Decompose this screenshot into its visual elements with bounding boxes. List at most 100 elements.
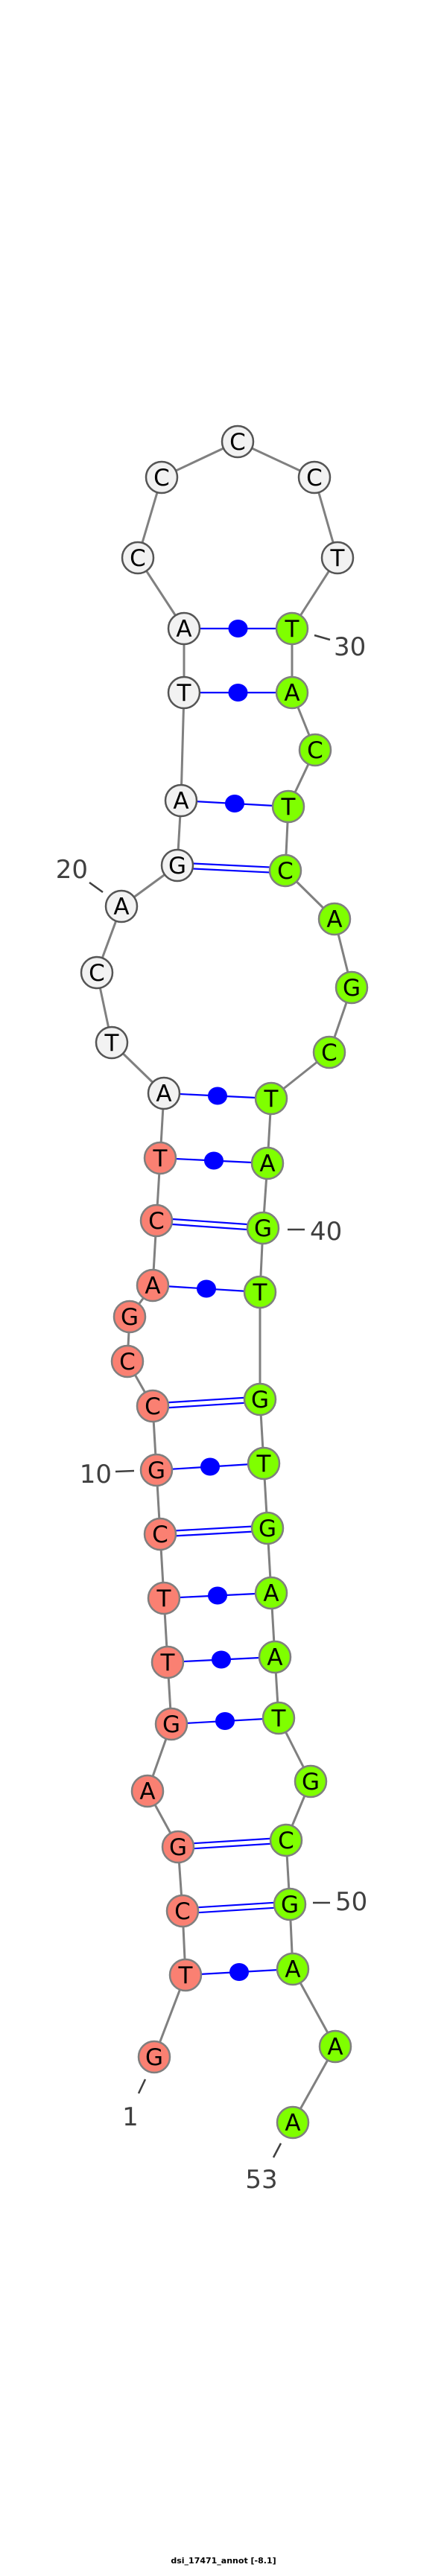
nucleotide-29 — [320, 541, 355, 575]
gc-pair-bond — [156, 1217, 264, 1227]
nucleotide-letter: C — [174, 1898, 191, 1925]
nucleotide-43 — [247, 1446, 281, 1481]
nucleotide-24 — [167, 611, 201, 646]
nucleotide-6 — [154, 1707, 188, 1741]
nucleotide-letter: C — [119, 1349, 136, 1376]
nucleotide-letter: G — [121, 1304, 139, 1331]
nucleotide-32 — [298, 733, 332, 767]
nucleotide-letter: T — [160, 1650, 176, 1676]
nucleotide-2 — [168, 1958, 203, 1992]
nucleotide-26 — [145, 460, 179, 494]
nucleotide-17 — [147, 1076, 181, 1110]
nucleotide-letter: T — [271, 1705, 287, 1732]
nucleotide-30 — [275, 611, 309, 646]
nucleotide-letter: G — [162, 1711, 180, 1738]
nucleotide-50 — [273, 1887, 307, 1921]
nucleotide-letter: T — [256, 1451, 272, 1478]
nucleotide-letter: A — [326, 906, 342, 933]
nucleotide-10 — [139, 1453, 174, 1487]
nucleotide-28 — [297, 460, 332, 494]
nucleotide-38 — [254, 1081, 288, 1116]
pair-dot — [225, 795, 244, 812]
nucleotide-5 — [130, 1774, 165, 1808]
nucleotide-letter: C — [278, 1828, 294, 1854]
gc-pair-bond — [159, 1524, 267, 1533]
nucleotide-letter: A — [327, 2034, 343, 2061]
nucleotide-51 — [276, 1952, 310, 1986]
nucleotide-31 — [275, 675, 309, 710]
gc-pair-bond — [182, 1901, 290, 1909]
nucleotide-16 — [143, 1141, 177, 1175]
nucleotide-34 — [268, 853, 302, 888]
nucleotide-letter: C — [89, 960, 105, 987]
nucleotide-42 — [243, 1382, 277, 1416]
nucleotide-letter: T — [156, 1586, 172, 1612]
nucleotide-letter: C — [148, 1208, 165, 1235]
nucleotide-40 — [246, 1211, 280, 1245]
nucleotide-18 — [95, 1025, 129, 1060]
nucleotide-letter: G — [343, 975, 361, 1002]
nucleotide-49 — [269, 1823, 303, 1857]
pair-dot — [229, 1963, 249, 1981]
nucleotide-41 — [243, 1275, 277, 1309]
nucleotide-23 — [167, 675, 201, 710]
nucleotide-4 — [161, 1830, 195, 1864]
nucleotide-letter: G — [281, 1892, 299, 1918]
nucleotide-letter: A — [267, 1644, 282, 1671]
nucleotide-39 — [250, 1146, 285, 1180]
nucleotide-8 — [147, 1581, 181, 1615]
nucleotide-letter: A — [259, 1151, 275, 1177]
gc-pair-bond — [152, 1396, 260, 1405]
nucleotide-letter: G — [145, 2044, 163, 2071]
pair-dot — [228, 620, 248, 637]
position-label-53: 53 — [245, 2165, 277, 2195]
nucleotide-19 — [80, 955, 114, 990]
nucleotide-letter: T — [330, 545, 346, 572]
nucleotide-letter: C — [152, 1521, 168, 1548]
nucleotide-letter: A — [263, 1580, 279, 1607]
pair-dot — [215, 1712, 235, 1730]
gc-pair-bond — [178, 1842, 287, 1851]
position-label-1: 1 — [122, 2102, 139, 2132]
nucleotide-letter: G — [254, 1215, 272, 1242]
gc-pair-bond — [177, 867, 285, 874]
nucleotide-letter: G — [148, 1457, 165, 1484]
diagram-title: dsi_17471_annot [-8.1] — [171, 2556, 276, 2566]
pair-dot — [200, 1457, 220, 1476]
nucleotide-letter: A — [113, 894, 129, 920]
nucleotide-11 — [136, 1389, 170, 1423]
position-tick — [272, 2143, 282, 2158]
nucleotide-letter: T — [104, 1030, 120, 1057]
nucleotide-44 — [250, 1511, 285, 1545]
nucleotide-letter: A — [176, 616, 191, 643]
nucleotide-46 — [258, 1640, 292, 1674]
nucleotide-letter: T — [153, 1145, 168, 1172]
nucleotide-letter: C — [153, 465, 170, 492]
nucleotide-15 — [139, 1203, 174, 1238]
nucleotide-22 — [164, 783, 198, 818]
nucleotide-letter: A — [284, 680, 299, 707]
nucleotide-53 — [276, 2105, 310, 2140]
position-label-50: 50 — [335, 1887, 367, 1917]
nucleotide-48 — [294, 1764, 328, 1799]
nucleotide-20 — [104, 889, 139, 923]
nucleotide-letter: A — [145, 1273, 160, 1300]
nucleotide-14 — [136, 1268, 170, 1303]
nucleotide-letter: T — [177, 680, 192, 707]
gc-pair-bond — [177, 1836, 286, 1845]
nucleotide-letter: C — [307, 737, 323, 764]
gc-pair-bond — [183, 1906, 291, 1915]
nucleotide-27 — [221, 424, 255, 459]
nucleotide-25 — [121, 541, 155, 575]
nucleotide-13 — [112, 1300, 147, 1334]
nucleotide-21 — [160, 848, 194, 882]
nucleotide-letter: A — [173, 788, 188, 815]
nucleotide-letter: G — [169, 1834, 187, 1861]
nucleotide-52 — [318, 2029, 352, 2064]
nucleotide-36 — [335, 970, 369, 1005]
nucleotide-letter: C — [277, 858, 294, 885]
nucleotide-33 — [271, 789, 305, 824]
pair-dot — [197, 1279, 216, 1298]
